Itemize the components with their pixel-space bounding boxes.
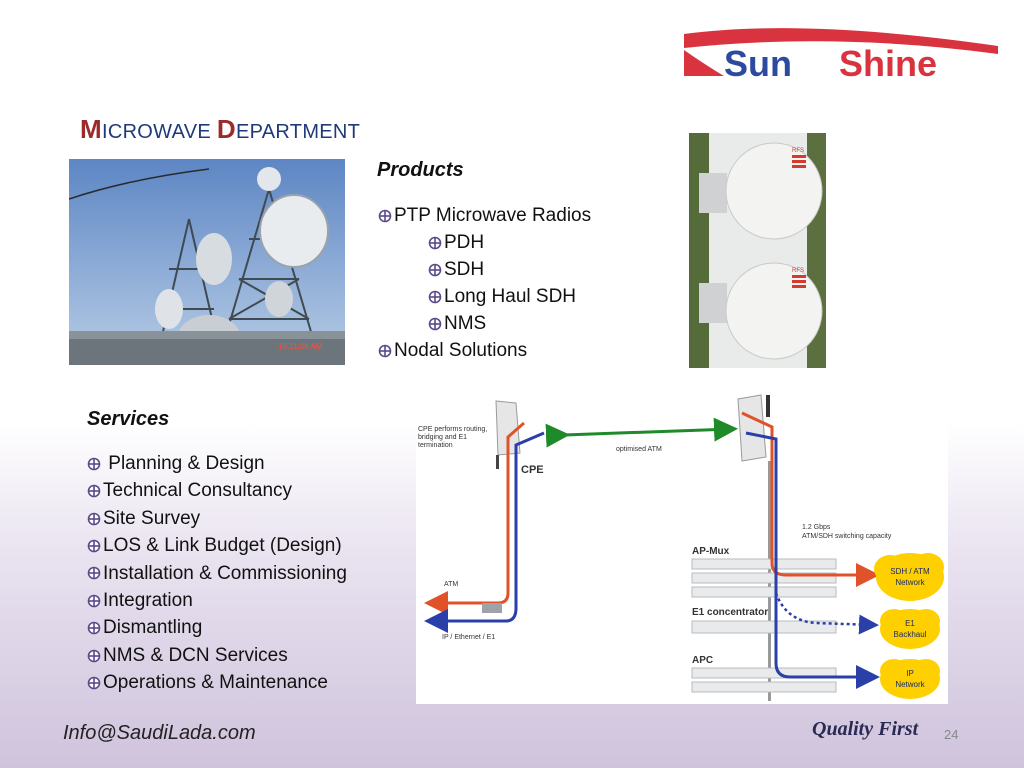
list-item: Integration xyxy=(87,587,347,614)
svg-text:Network: Network xyxy=(895,578,925,587)
bullet-icon xyxy=(428,263,442,277)
list-item: NMS xyxy=(378,310,591,337)
list-item: Site Survey xyxy=(87,505,347,532)
list-item: Planning & Design xyxy=(87,450,347,477)
list-item: Operations & Maintenance xyxy=(87,669,347,696)
list-item: LOS & Link Budget (Design) xyxy=(87,532,347,559)
bullet-icon xyxy=(87,594,101,608)
list-item: Dismantling xyxy=(87,614,347,641)
products-list: PTP Microwave Radios PDH SDH Long Haul S… xyxy=(378,202,591,364)
logo-text-shine: Shine xyxy=(839,43,937,82)
antenna-tower-photo: 16 11:08 AM xyxy=(69,159,345,365)
bullet-icon xyxy=(87,512,101,526)
apc-label: APC xyxy=(692,655,713,666)
ip-path-arrow-blue xyxy=(424,431,545,633)
list-item: NMS & DCN Services xyxy=(87,642,347,669)
svg-text:E1: E1 xyxy=(905,619,915,628)
svg-text:SDH / ATM: SDH / ATM xyxy=(890,567,930,576)
list-item: PDH xyxy=(378,229,591,256)
bullet-icon xyxy=(87,539,101,553)
products-heading: Products xyxy=(377,159,464,181)
small-device-icon xyxy=(482,603,502,613)
bullet-icon xyxy=(87,566,101,580)
list-item: Nodal Solutions xyxy=(378,337,591,364)
page-number: 24 xyxy=(944,727,959,742)
apmux-label: AP-Mux xyxy=(692,546,730,557)
page-title: MICROWAVE DEPARTMENT xyxy=(80,114,360,145)
capacity-line1: 1.2 Gbps xyxy=(802,524,831,531)
cpe-note-line1: CPE performs routing, xyxy=(418,426,487,433)
e1-concentrator-label: E1 concentrator xyxy=(692,607,768,618)
bullet-icon xyxy=(87,649,101,663)
bullet-icon xyxy=(87,484,101,498)
bullet-icon xyxy=(87,676,101,690)
radome-antennas-photo: RFS RFS xyxy=(689,133,826,368)
svg-text:IP: IP xyxy=(906,669,914,678)
bullet-icon xyxy=(378,344,392,358)
apc-rack-1 xyxy=(691,667,837,679)
atm-link-arrow xyxy=(545,417,738,448)
atm-path-arrow-orange xyxy=(424,421,525,615)
atm-label: ATM xyxy=(444,581,458,588)
ip-path-arrow-blue-ap xyxy=(745,431,880,689)
rfs-badge-top: RFS xyxy=(792,148,804,154)
list-item: PTP Microwave Radios xyxy=(378,202,591,229)
services-heading: Services xyxy=(87,408,170,430)
rfs-badge-bottom: RFS xyxy=(792,268,804,274)
sunshine-logo: Sun Shine xyxy=(684,28,998,82)
list-item: Technical Consultancy xyxy=(87,477,347,504)
svg-text:Backhaul: Backhaul xyxy=(894,630,927,639)
list-item: Installation & Commissioning xyxy=(87,560,347,587)
bullet-icon xyxy=(428,290,442,304)
photo-timestamp: 16 11:08 AM xyxy=(278,342,323,351)
bullet-icon xyxy=(428,317,442,331)
e1-concentrator-rack xyxy=(691,620,837,634)
apc-rack-2 xyxy=(691,681,837,693)
footer-tagline: Quality First xyxy=(812,718,919,740)
cpe-note-line2: bridging and E1 xyxy=(418,434,467,441)
title-word-2: EPARTMENT xyxy=(235,121,361,143)
title-cap-m: M xyxy=(80,114,102,144)
list-item: SDH xyxy=(378,256,591,283)
services-list: Planning & Design Technical Consultancy … xyxy=(87,450,347,697)
e1-backhaul-cloud: E1 Backhaul xyxy=(880,609,940,649)
link-label: optimised ATM xyxy=(616,446,662,453)
ip-ethernet-label: IP / Ethernet / E1 xyxy=(442,634,495,641)
title-word-1: ICROWAVE xyxy=(101,121,212,143)
logo-text-sun: Sun xyxy=(724,43,792,82)
network-diagram: optimised ATM CPE performs routing, brid… xyxy=(416,393,948,704)
cpe-device-icon xyxy=(495,400,521,469)
bullet-icon xyxy=(428,236,442,250)
list-item: Long Haul SDH xyxy=(378,283,591,310)
apmux-rack-3 xyxy=(691,586,837,598)
cpe-note-line3: termination xyxy=(418,442,453,449)
svg-text:Network: Network xyxy=(895,680,925,689)
capacity-line2: ATM/SDH switching capacity xyxy=(802,533,892,540)
ip-network-cloud: IP Network xyxy=(880,659,940,699)
cpe-label: CPE xyxy=(521,464,544,476)
sdh-atm-cloud: SDH / ATM Network xyxy=(874,553,944,601)
footer-email: Info@SaudiLada.com xyxy=(63,722,256,744)
apmux-rack-2 xyxy=(691,572,837,584)
apmux-rack-1 xyxy=(691,558,837,570)
bullet-icon xyxy=(378,209,392,223)
bullet-icon xyxy=(87,457,101,471)
title-cap-d: D xyxy=(216,114,236,144)
bullet-icon xyxy=(87,621,101,635)
